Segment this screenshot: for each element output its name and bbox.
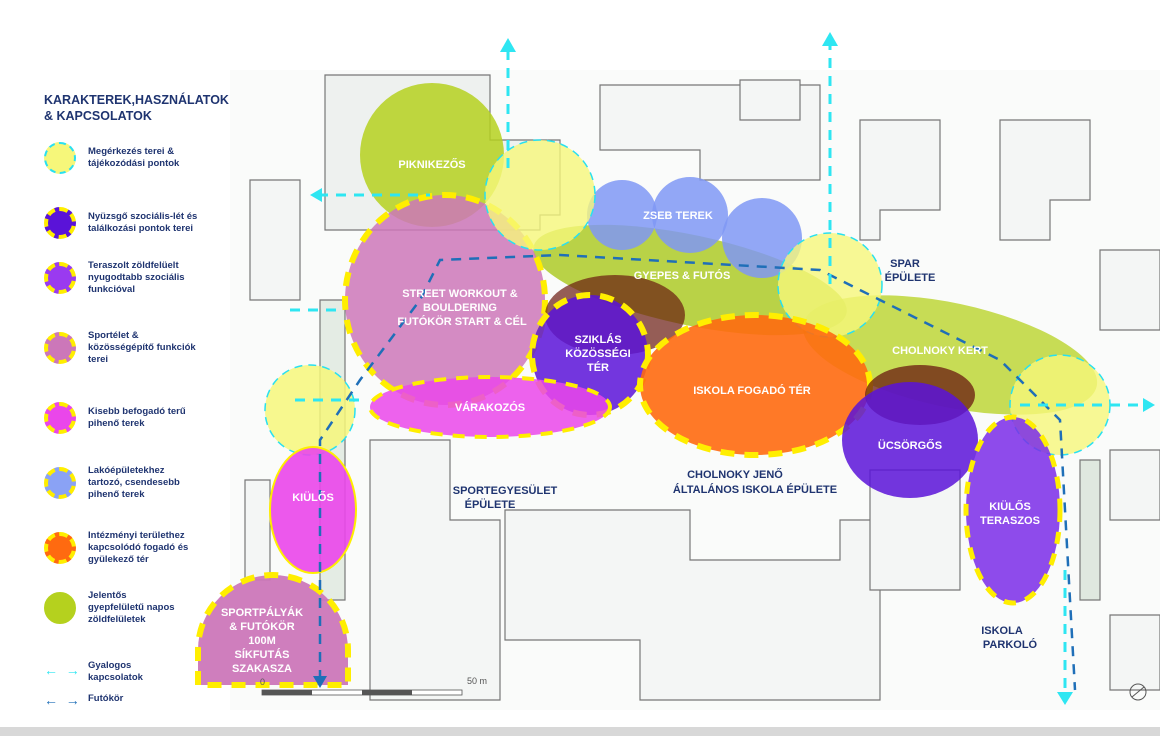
arrow-up-icon — [500, 38, 516, 52]
label-kiulos: KIÜLŐS — [292, 491, 334, 504]
label-parkolo-1: ISKOLA — [981, 625, 1023, 637]
label-piknikezos: PIKNIKEZŐS — [398, 158, 465, 171]
legend-swatch-icon — [44, 532, 76, 564]
zone-arrival-1[interactable] — [484, 139, 596, 251]
zone-zseb-1[interactable] — [587, 180, 657, 250]
label-sziklas-1: SZIKLÁS — [574, 333, 621, 346]
legend-title: KARAKTEREK,HASZNÁLATOK& KAPCSOLATOK — [44, 93, 229, 123]
zone-labels: PIKNIKEZŐS ZSEB TEREK GYEPES & FUTÓS STR… — [221, 158, 1040, 675]
svg-text:0: 0 — [260, 677, 265, 687]
legend: KARAKTEREK,HASZNÁLATOK& KAPCSOLATOK Megé… — [44, 93, 229, 708]
zone-ucsorgos[interactable] — [842, 382, 978, 498]
arrow-down-icon — [1057, 692, 1073, 705]
label-kiulos-t2: TERASZOS — [980, 515, 1040, 527]
legend-swatch-icon — [44, 467, 76, 499]
zone-zseb-2[interactable] — [652, 177, 728, 253]
label-zseb: ZSEB TEREK — [643, 210, 713, 222]
arrow-left-icon — [310, 188, 322, 202]
zone-varakozos[interactable] — [368, 375, 612, 439]
arrow-up-icon — [822, 32, 838, 46]
label-spar-1: SPAR — [890, 258, 920, 270]
label-spar-2: ÉPÜLETE — [885, 271, 936, 284]
label-ucsorgos: ÜCSÖRGŐS — [878, 439, 942, 452]
pedestrian-arrows-icon: ← → — [44, 662, 80, 678]
zone-kiulos-teraszos[interactable] — [963, 414, 1063, 606]
zone-arrival-2[interactable] — [777, 232, 883, 338]
arrow-right-icon — [1143, 398, 1155, 412]
label-sziklas-3: TÉR — [587, 361, 609, 374]
zone-piknikezos[interactable] — [360, 83, 504, 227]
zone-zseb-3[interactable] — [722, 198, 802, 278]
legend-swatch-icon — [44, 207, 76, 239]
arrow-down-icon — [313, 676, 327, 688]
legend-swatch-icon — [44, 402, 76, 434]
label-sportegy-1: SPORTEGYESÜLET — [453, 484, 558, 497]
label-iskola-2: ÁLTALÁNOS ISKOLA ÉPÜLETE — [673, 483, 837, 496]
north-arrow-icon — [1129, 683, 1147, 701]
zone-gyepes-futos[interactable] — [524, 203, 856, 358]
label-street-2: BOULDERING — [423, 302, 497, 314]
legend-swatch-icon — [44, 592, 76, 624]
zone-sportpalyak[interactable] — [195, 572, 351, 688]
label-gyepes: GYEPES & FUTÓS — [634, 269, 731, 282]
running-arrows-icon: ← → — [44, 692, 80, 708]
legend-swatch-icon — [44, 142, 76, 174]
label-sport-1: SPORTPÁLYÁK — [221, 606, 303, 619]
label-iskola-1: CHOLNOKY JENŐ — [687, 468, 783, 481]
label-sport-3: 100M — [248, 635, 276, 647]
label-street-1: STREET WORKOUT & — [402, 288, 518, 300]
label-varakozos: VÁRAKOZÓS — [455, 401, 525, 414]
building-labels: SPAR ÉPÜLETE SPORTEGYESÜLET ÉPÜLETE CHOL… — [453, 258, 1038, 651]
legend-swatch-icon — [44, 332, 76, 364]
svg-text:50 m: 50 m — [467, 676, 487, 686]
zone-kiulos[interactable] — [269, 446, 357, 574]
label-parkolo-2: PARKOLÓ — [983, 638, 1038, 651]
bottom-bar — [0, 727, 1160, 736]
zone-street-workout[interactable] — [342, 192, 548, 408]
label-street-3: FUTÓKÖR START & CÉL — [397, 315, 527, 328]
legend-swatch-icon — [44, 262, 76, 294]
connections — [290, 32, 1155, 705]
zones — [195, 83, 1111, 688]
running-loop — [318, 253, 1077, 691]
label-kiulos-t1: KIÜLŐS — [989, 500, 1031, 513]
label-cholnoky-kert: CHOLNOKY KERT — [892, 345, 988, 357]
scale-bar: 0 50 m — [260, 676, 487, 696]
label-sportegy-2: ÉPÜLETE — [465, 498, 516, 511]
label-sport-5: SZAKASZA — [232, 663, 292, 675]
label-sport-2: & FUTÓKÖR — [229, 620, 294, 633]
label-sziklas-2: KÖZÖSSÉGI — [565, 347, 630, 360]
label-iskola-fogado: ISKOLA FOGADÓ TÉR — [693, 384, 811, 397]
label-sport-4: SÍKFUTÁS — [235, 648, 290, 661]
